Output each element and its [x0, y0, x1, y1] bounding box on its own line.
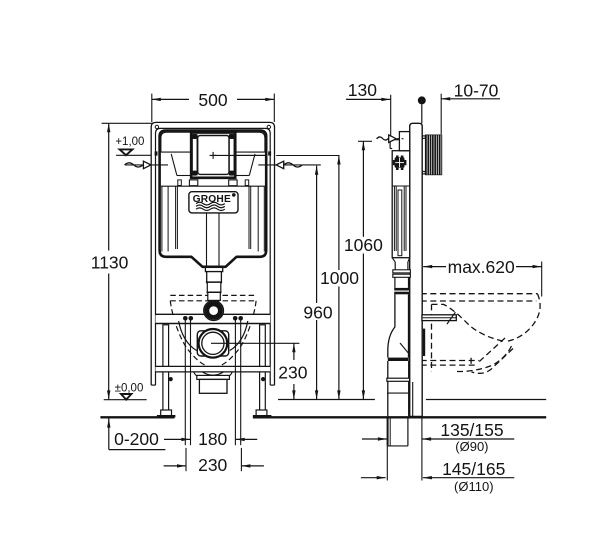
- svg-text:1060: 1060: [344, 235, 383, 255]
- svg-text:230: 230: [198, 455, 227, 475]
- svg-text:GROHE: GROHE: [193, 194, 231, 205]
- svg-text:1130: 1130: [91, 252, 129, 272]
- svg-text:max.620: max.620: [448, 257, 515, 277]
- svg-text:135/155: 135/155: [440, 420, 503, 440]
- svg-text:1000: 1000: [320, 268, 359, 288]
- svg-text:180: 180: [198, 429, 227, 449]
- svg-text:+1,00: +1,00: [115, 136, 144, 148]
- svg-text:230: 230: [278, 363, 307, 383]
- svg-text:10-70: 10-70: [454, 80, 499, 100]
- svg-text:130: 130: [348, 80, 377, 100]
- svg-text:960: 960: [303, 303, 332, 323]
- svg-text:500: 500: [198, 90, 227, 110]
- svg-text:±0,00: ±0,00: [115, 382, 144, 394]
- svg-text:145/165: 145/165: [442, 459, 505, 479]
- svg-text:0-200: 0-200: [114, 429, 159, 449]
- svg-text:(Ø90): (Ø90): [455, 439, 488, 454]
- svg-text:(Ø110): (Ø110): [454, 479, 494, 494]
